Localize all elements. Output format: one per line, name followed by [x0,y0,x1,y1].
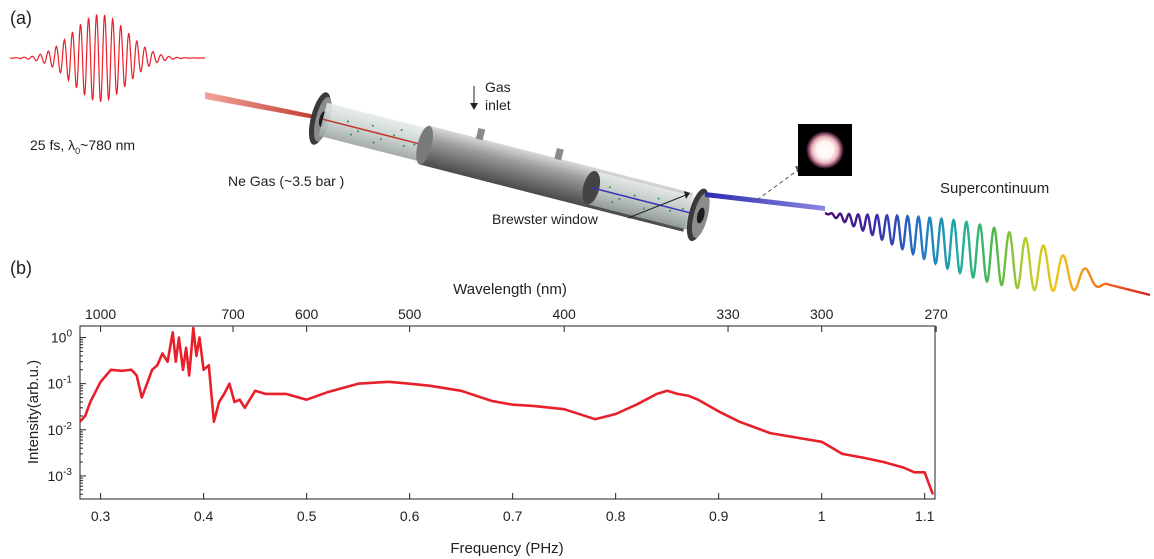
beam-profile-arrow [756,169,799,201]
spectrum-series-line [79,326,935,495]
y-axis-ticks: 100 10-1 10-2 10-3 [48,329,86,495]
panel-b-label: (b) [10,258,32,278]
top-tick-label: 500 [398,306,422,322]
supercontinuum-waveform [824,211,1151,297]
top-tick-label: 600 [295,306,319,322]
panel-a-label: (a) [10,8,32,28]
x-tick-label: 0.8 [606,508,626,524]
y-tick-label: 10-2 [48,421,73,438]
top-tick-label: 270 [924,306,948,322]
x-tick-label: 0.9 [709,508,729,524]
input-pulse-waveform [9,14,205,102]
x-tick-label: 1 [818,508,826,524]
ne-gas-label: Ne Gas (~3.5 bar ) [228,173,344,189]
x-tick-label: 0.3 [91,508,111,524]
hollow-core-fiber-assembly [308,92,710,242]
y-tick-label: 10-3 [48,467,73,484]
input-beam [205,92,320,120]
spectrum-chart: 0.3 0.4 0.5 0.6 0.7 0.8 0.9 1 1.1 1000 700 600 500 4… [25,281,948,557]
x-tick-label: 0.5 [297,508,317,524]
brewster-window-label: Brewster window [492,211,599,227]
top-tick-label: 330 [716,306,740,322]
top-tick-label: 700 [221,306,245,322]
top-tick-label: 1000 [85,306,116,322]
top-axis-title: Wavelength (nm) [453,281,567,298]
gas-inlet-port [475,127,486,141]
supercontinuum-label: Supercontinuum [940,180,1049,197]
beam-profile-image [798,124,852,176]
x-tick-label: 1.1 [915,508,935,524]
input-pulse-label: 25 fs, λ0~780 nm [30,137,135,156]
x-axis-title: Frequency (PHz) [450,540,563,557]
output-beam [705,192,825,211]
x-tick-label: 0.7 [503,508,523,524]
top-tick-label: 400 [552,306,576,322]
gas-inlet-label-line2: inlet [485,97,511,113]
y-tick-label: 100 [51,329,73,346]
gas-inlet-label-line1: Gas [485,79,511,95]
y-axis-title: Intensity(arb.u.) [25,360,42,464]
top-tick-label: 300 [810,306,834,322]
y-tick-label: 10-1 [48,375,73,392]
top-axis-ticks: 1000 700 600 500 400 330 300 270 [85,306,948,332]
x-tick-label: 0.6 [400,508,420,524]
brewster-window-arrow [627,194,687,219]
x-axis-ticks: 0.3 0.4 0.5 0.6 0.7 0.8 0.9 1 1.1 [91,493,935,524]
x-tick-label: 0.4 [194,508,214,524]
plot-frame [79,325,936,500]
